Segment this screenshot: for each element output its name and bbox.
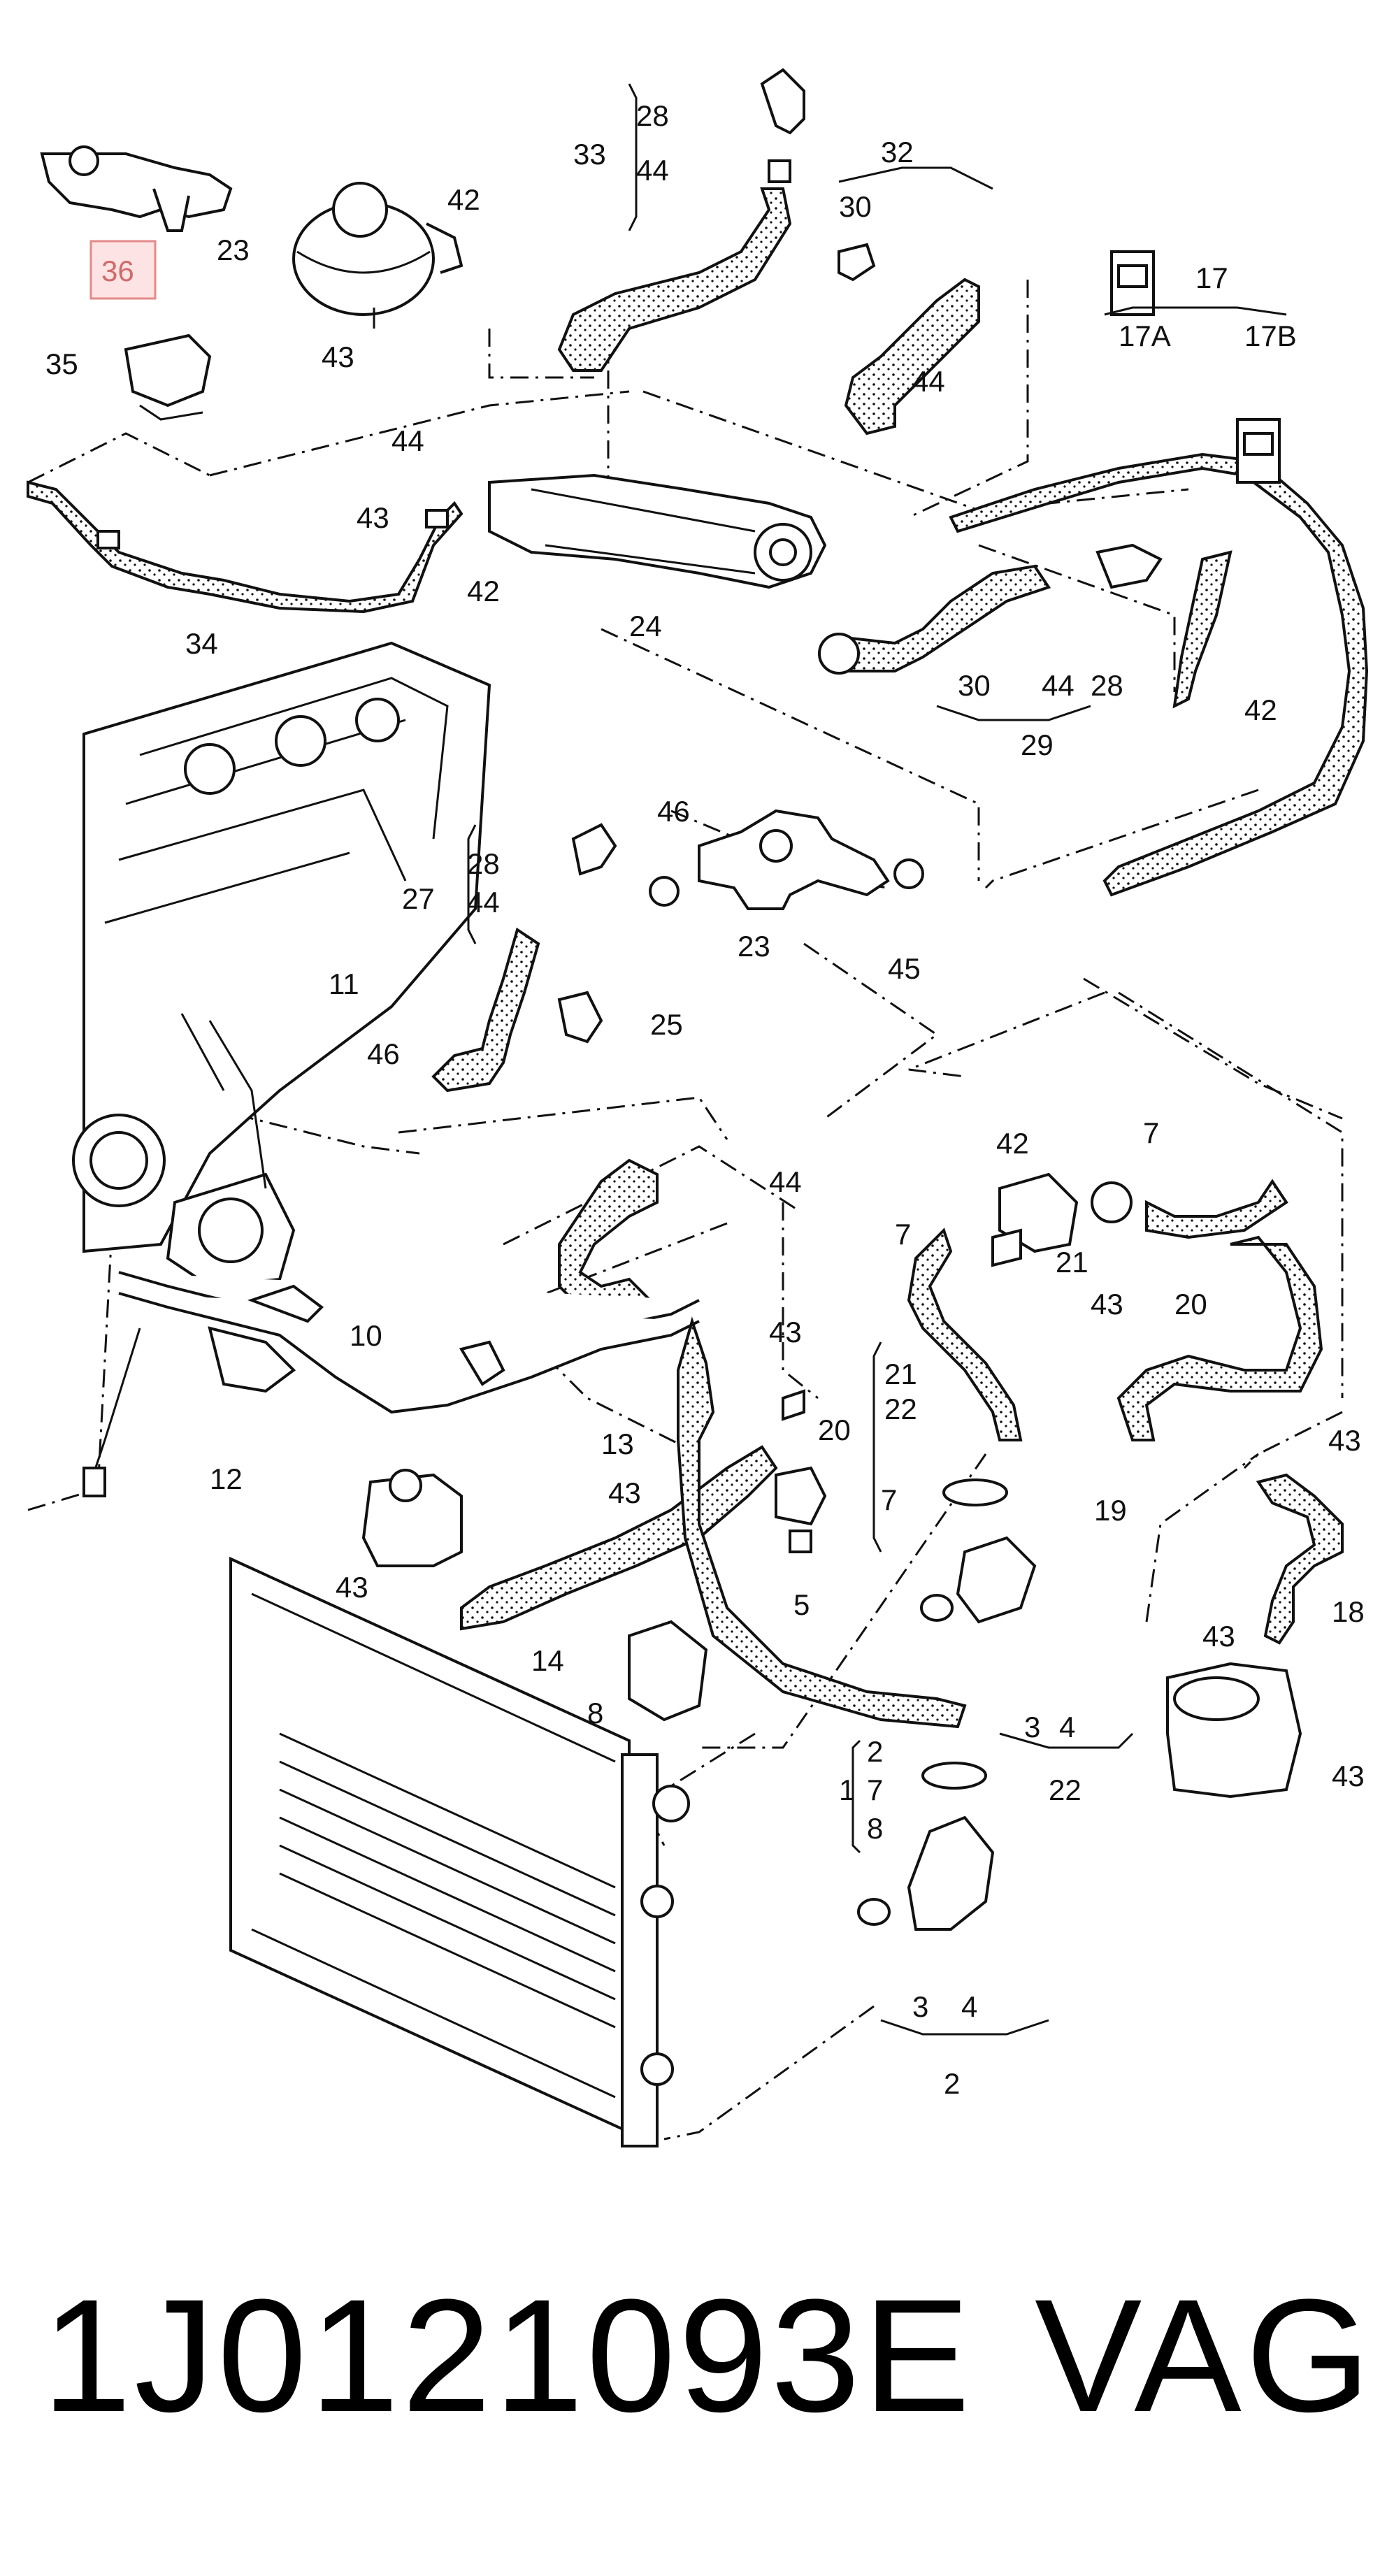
callout[interactable]: 43 bbox=[1091, 1288, 1123, 1321]
callout[interactable]: 42 bbox=[447, 183, 480, 216]
callout[interactable]: 13 bbox=[601, 1427, 634, 1460]
callout[interactable]: 7 bbox=[1143, 1116, 1159, 1149]
callout[interactable]: 42 bbox=[1244, 693, 1277, 726]
callout[interactable]: 43 bbox=[608, 1476, 641, 1509]
hose-32 bbox=[838, 243, 980, 436]
callout[interactable]: 3 bbox=[912, 1990, 928, 2023]
highlight-box-36 bbox=[89, 240, 157, 300]
callout[interactable]: 7 bbox=[867, 1773, 883, 1806]
callout[interactable]: 5 bbox=[793, 1588, 810, 1621]
callout[interactable]: 22 bbox=[1049, 1773, 1081, 1806]
callout[interactable]: 43 bbox=[322, 340, 354, 373]
hose-27 bbox=[431, 823, 617, 1093]
callout[interactable]: 30 bbox=[958, 669, 991, 702]
connector-22 bbox=[920, 1536, 1037, 1624]
callout[interactable]: 20 bbox=[1174, 1288, 1207, 1321]
callout[interactable]: 1 bbox=[839, 1773, 855, 1806]
callout[interactable]: 4 bbox=[961, 1990, 977, 2023]
callout[interactable]: 3 bbox=[1024, 1711, 1040, 1743]
hose-19 bbox=[1116, 1235, 1323, 1441]
callout[interactable]: 28 bbox=[467, 847, 500, 880]
callout[interactable]: 44 bbox=[636, 154, 669, 187]
hose-33 bbox=[557, 68, 805, 372]
callout[interactable]: 43 bbox=[1202, 1620, 1235, 1653]
clamps bbox=[782, 1228, 1022, 1790]
callout[interactable]: 42 bbox=[467, 575, 500, 607]
callout[interactable]: 21 bbox=[884, 1358, 917, 1390]
callout[interactable]: 7 bbox=[881, 1483, 897, 1516]
bracket-5 bbox=[775, 1466, 827, 1553]
callout-labels: 23 42 43 35 28 33 44 32 30 44 17 17A 17B… bbox=[45, 99, 1365, 2100]
callout[interactable]: 46 bbox=[657, 795, 690, 828]
callout[interactable]: 17 bbox=[1195, 261, 1228, 294]
callout[interactable]: 30 bbox=[839, 190, 872, 223]
callout[interactable]: 44 bbox=[391, 424, 424, 457]
callout[interactable]: 2 bbox=[867, 1735, 883, 1768]
callout[interactable]: 20 bbox=[818, 1413, 851, 1446]
callout[interactable]: 46 bbox=[367, 1037, 400, 1070]
callout[interactable]: 33 bbox=[573, 138, 606, 171]
hose-14 bbox=[460, 1316, 967, 1729]
callout[interactable]: 35 bbox=[45, 347, 78, 380]
pipe-10 bbox=[82, 1271, 700, 1497]
callout[interactable]: 44 bbox=[1042, 669, 1075, 702]
callout[interactable]: 18 bbox=[1332, 1595, 1365, 1628]
callout[interactable]: 11 bbox=[329, 967, 359, 1000]
connector-2 bbox=[857, 1815, 995, 1931]
callout[interactable]: 24 bbox=[629, 610, 662, 642]
hose-18 bbox=[1256, 1473, 1344, 1645]
callout[interactable]: 2 bbox=[944, 2067, 960, 2100]
callout[interactable]: 32 bbox=[881, 136, 914, 168]
callout[interactable]: 44 bbox=[467, 886, 500, 919]
hose-30 bbox=[818, 543, 1163, 675]
callout[interactable]: 28 bbox=[636, 99, 669, 132]
reservoir bbox=[361, 1469, 463, 1567]
callout[interactable]: 43 bbox=[1332, 1760, 1365, 1792]
brand-name: VAG bbox=[1035, 2266, 1375, 2445]
callout[interactable]: 21 bbox=[1056, 1246, 1088, 1279]
engine-block bbox=[72, 641, 491, 1288]
callout[interactable]: 17B bbox=[1244, 319, 1297, 352]
callout[interactable]: 43 bbox=[336, 1571, 368, 1604]
callout[interactable]: 43 bbox=[769, 1316, 802, 1348]
callout[interactable]: 12 bbox=[210, 1462, 243, 1495]
callout[interactable]: 23 bbox=[738, 930, 770, 963]
group-brackets bbox=[467, 83, 1287, 2036]
callout[interactable]: 25 bbox=[650, 1008, 683, 1041]
radiator bbox=[229, 1556, 690, 2147]
pipe-34 bbox=[27, 480, 463, 614]
hose-17 bbox=[949, 250, 1369, 897]
callout[interactable]: 17A bbox=[1119, 319, 1171, 352]
coolant-flange-23 bbox=[649, 809, 924, 910]
callout[interactable]: 45 bbox=[888, 952, 921, 985]
part-number: 1J0121093E bbox=[42, 2266, 973, 2445]
bracket-36 bbox=[40, 145, 233, 232]
callout[interactable]: 42 bbox=[996, 1127, 1029, 1160]
callout[interactable]: 28 bbox=[1091, 669, 1123, 702]
callout[interactable]: 23 bbox=[217, 233, 250, 266]
callout[interactable]: 43 bbox=[357, 501, 389, 534]
callout[interactable]: 22 bbox=[884, 1393, 917, 1425]
expansion-tank bbox=[292, 182, 463, 329]
callout[interactable]: 14 bbox=[531, 1644, 564, 1677]
callout[interactable]: 8 bbox=[587, 1697, 603, 1729]
callout[interactable]: 44 bbox=[912, 365, 945, 398]
callout[interactable]: 10 bbox=[350, 1319, 382, 1352]
callout[interactable]: 29 bbox=[1021, 728, 1054, 761]
callout[interactable]: 7 bbox=[895, 1218, 911, 1251]
oil-cooler-18 bbox=[1166, 1662, 1302, 1799]
callout[interactable]: 44 bbox=[769, 1165, 802, 1198]
callout[interactable]: 19 bbox=[1094, 1494, 1127, 1527]
callout-36[interactable]: 36 bbox=[101, 254, 134, 287]
flange-24 bbox=[488, 473, 827, 589]
bracket-8 bbox=[628, 1620, 708, 1722]
callout[interactable]: 34 bbox=[185, 627, 218, 660]
callout[interactable]: 8 bbox=[867, 1812, 883, 1845]
bracket-35 bbox=[124, 333, 212, 421]
callout[interactable]: 27 bbox=[402, 882, 435, 915]
callout[interactable]: 43 bbox=[1328, 1424, 1361, 1457]
callout[interactable]: 4 bbox=[1059, 1711, 1075, 1743]
